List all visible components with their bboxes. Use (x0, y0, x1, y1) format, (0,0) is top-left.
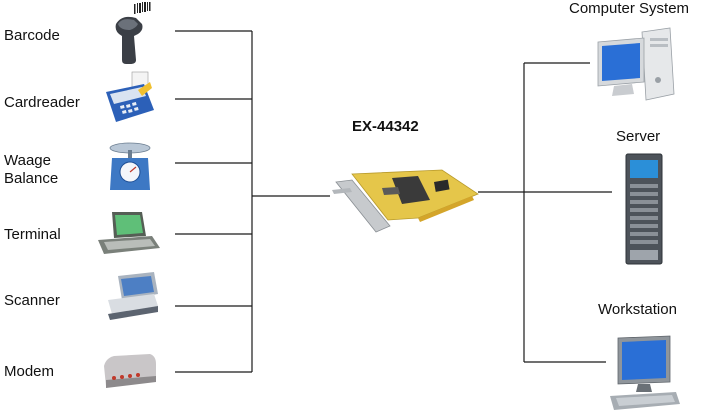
barcode-scanner-icon (115, 2, 151, 64)
terminal-icon (98, 212, 160, 254)
workstation-icon (610, 335, 680, 410)
device-label-balance: Balance (4, 170, 59, 187)
device-label-terminal: Terminal (4, 226, 61, 243)
card-reader-icon (106, 71, 154, 122)
device-label-cardreader: Cardreader (4, 94, 80, 111)
modem-icon (104, 354, 156, 388)
device-label-scanner: Scanner (4, 292, 60, 309)
device-label-modem: Modem (4, 363, 55, 380)
host-label-server: Server (616, 128, 661, 145)
host-label-workstation: Workstation (598, 301, 677, 318)
device-label-waage: Waage (4, 152, 51, 169)
server-rack-icon (625, 153, 663, 265)
scale-icon (109, 142, 151, 190)
card-model-title: EX-44342 (352, 118, 419, 135)
serial-card-icon (332, 169, 479, 233)
flatbed-scanner-icon (108, 272, 158, 320)
device-label-barcode: Barcode (4, 27, 60, 44)
host-label-computer: Computer System (569, 0, 690, 17)
computer-tower-icon (597, 27, 675, 101)
